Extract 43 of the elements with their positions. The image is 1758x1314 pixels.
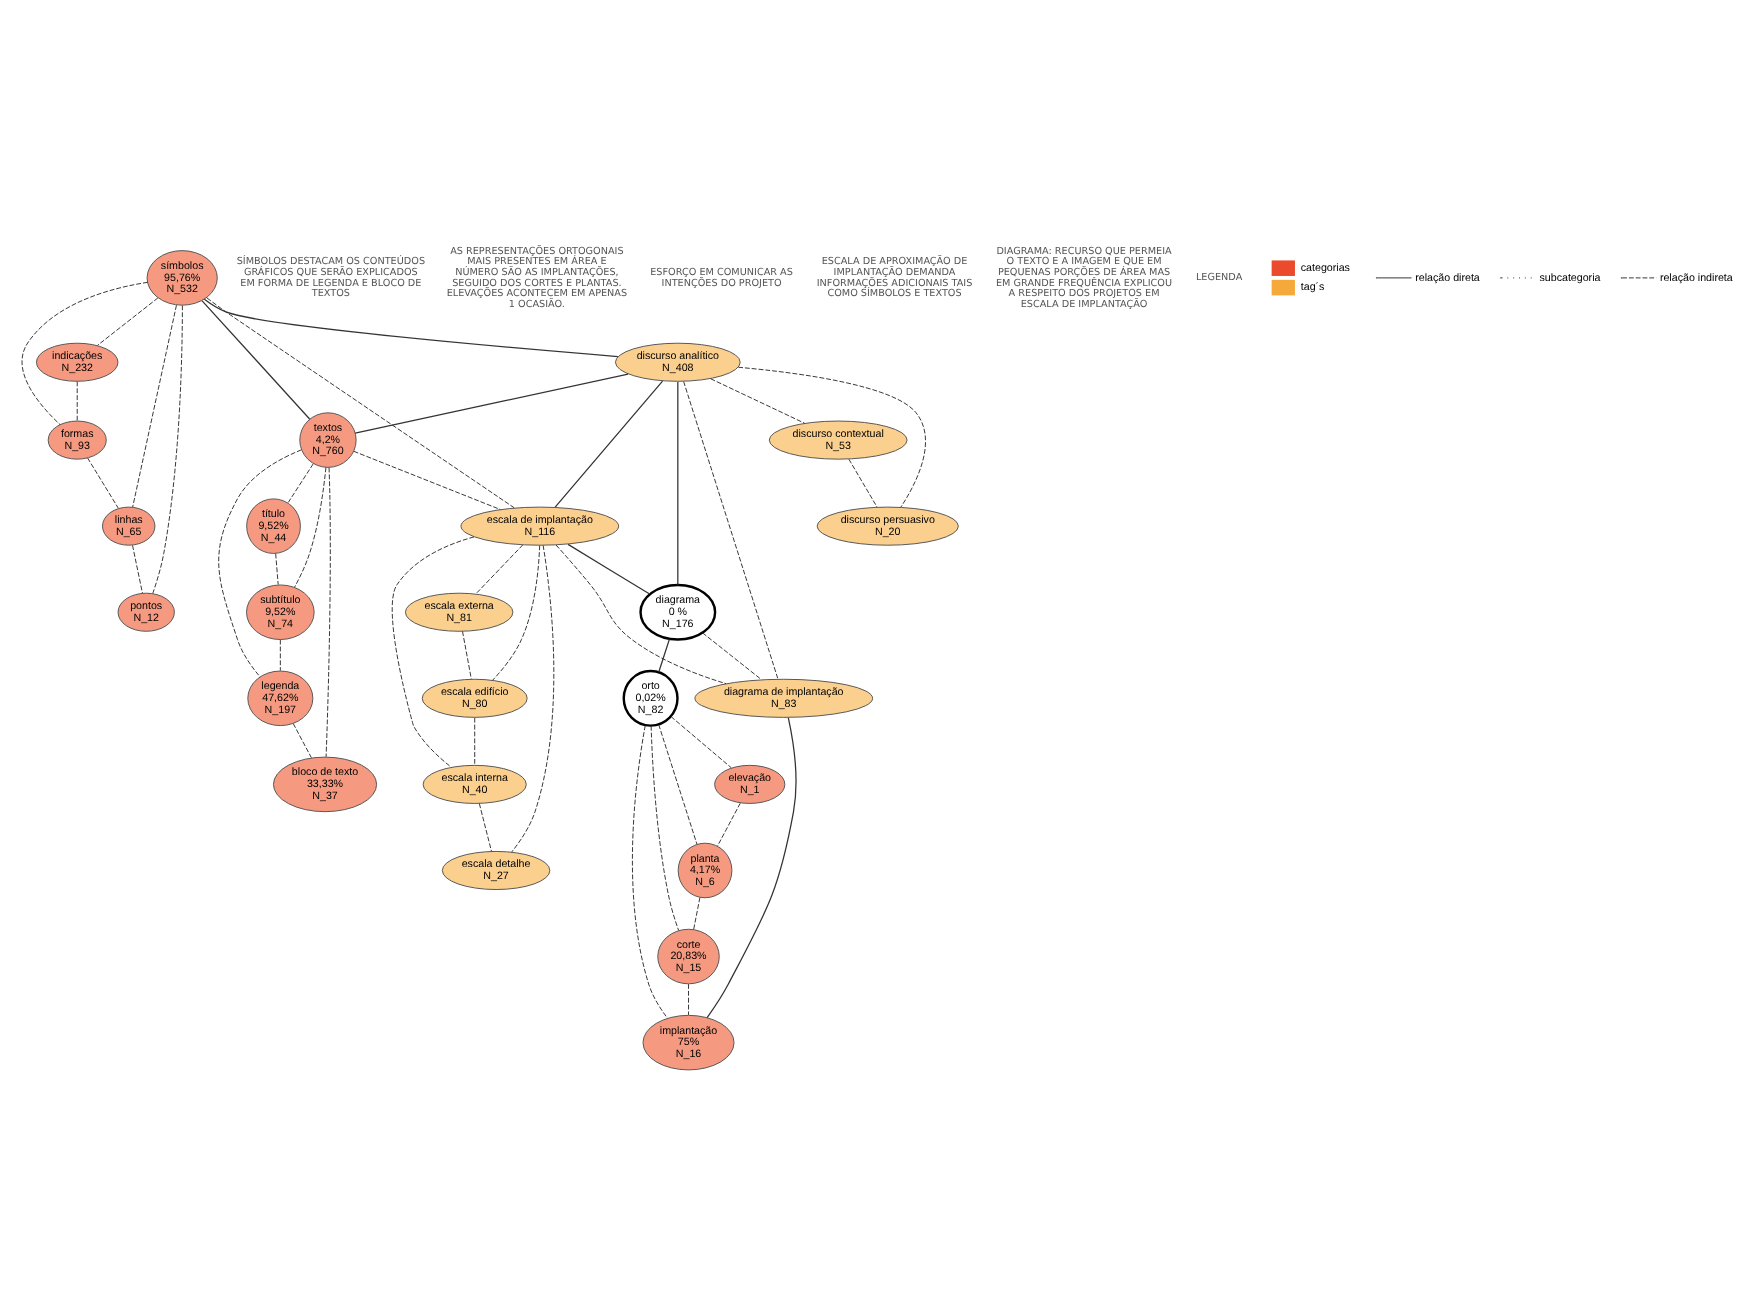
connector [353,450,501,510]
connector [206,297,515,509]
connector [670,716,732,769]
connector [478,803,492,852]
connector [391,536,475,768]
connector [87,457,119,509]
connector [717,802,741,847]
connector [631,725,668,1019]
connector [658,638,670,673]
connector [554,380,664,508]
connector [354,373,629,434]
connector [275,553,279,585]
connector [152,305,183,594]
connector [132,304,177,508]
connector [279,639,281,672]
connector [132,544,143,594]
connector [511,544,555,853]
connector [201,300,311,420]
connector [683,381,779,680]
connector [658,724,698,845]
connector [693,897,701,930]
connector [677,381,679,586]
connector [325,467,331,758]
connector [848,458,878,508]
connector [474,717,476,766]
connector [287,463,314,504]
connector [650,725,680,931]
connector [203,298,619,358]
connector [292,723,312,759]
connector [492,545,541,681]
connector [475,544,524,595]
connector [688,983,689,1016]
connector [555,544,727,685]
connector [21,281,149,426]
connector [567,543,651,595]
connector [76,381,78,422]
connector [97,297,159,346]
connector [706,717,797,1019]
connector [462,631,472,680]
connector [294,467,327,588]
connector [710,378,806,424]
connector [702,632,762,680]
connector [737,366,926,508]
